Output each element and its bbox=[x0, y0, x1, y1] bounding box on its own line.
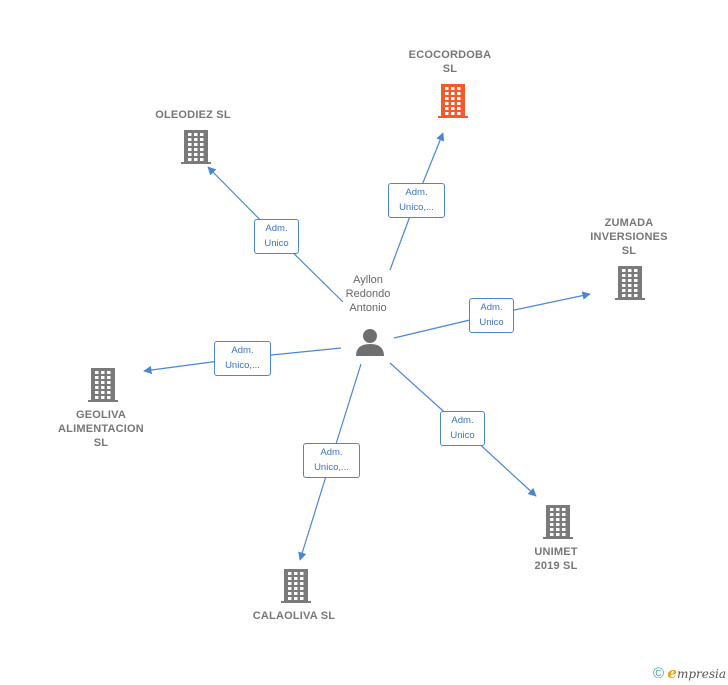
company-label-geoliva[interactable]: GEOLIVA ALIMENTACION SL bbox=[58, 409, 144, 449]
edge-label-unimet[interactable]: Adm. Unico bbox=[440, 411, 485, 446]
company-label-oleodiez[interactable]: OLEODIEZ SL bbox=[155, 109, 231, 121]
brand-logo[interactable]: empresia bbox=[667, 664, 726, 682]
person-name-label[interactable]: Ayllon Redondo Antonio bbox=[345, 274, 391, 314]
edge-label-ecocordoba[interactable]: Adm. Unico,... bbox=[388, 183, 445, 218]
company-label-zumada[interactable]: ZUMADA INVERSIONES SL bbox=[590, 217, 668, 257]
company-label-ecocordoba[interactable]: ECOCORDOBA SL bbox=[408, 49, 492, 75]
footer-credit: © empresia bbox=[653, 664, 726, 682]
person-icon[interactable] bbox=[356, 329, 384, 356]
building-icon-zumada[interactable] bbox=[615, 266, 645, 300]
building-icon-unimet[interactable] bbox=[543, 505, 573, 539]
building-icon-geoliva[interactable] bbox=[88, 368, 118, 402]
company-label-unimet[interactable]: UNIMET 2019 SL bbox=[534, 546, 578, 572]
building-icon-ecocordoba[interactable] bbox=[438, 84, 468, 118]
edge-label-zumada[interactable]: Adm. Unico bbox=[469, 298, 514, 333]
building-icon-oleodiez[interactable] bbox=[181, 130, 211, 164]
building-icon-calaoliva[interactable] bbox=[281, 569, 311, 603]
edge-label-calaoliva[interactable]: Adm. Unico,... bbox=[303, 443, 360, 478]
edge-label-oleodiez[interactable]: Adm. Unico bbox=[254, 219, 299, 254]
copyright-icon: © bbox=[652, 665, 665, 682]
edge-label-geoliva[interactable]: Adm. Unico,... bbox=[214, 341, 271, 376]
company-label-calaoliva[interactable]: CALAOLIVA SL bbox=[252, 610, 336, 622]
